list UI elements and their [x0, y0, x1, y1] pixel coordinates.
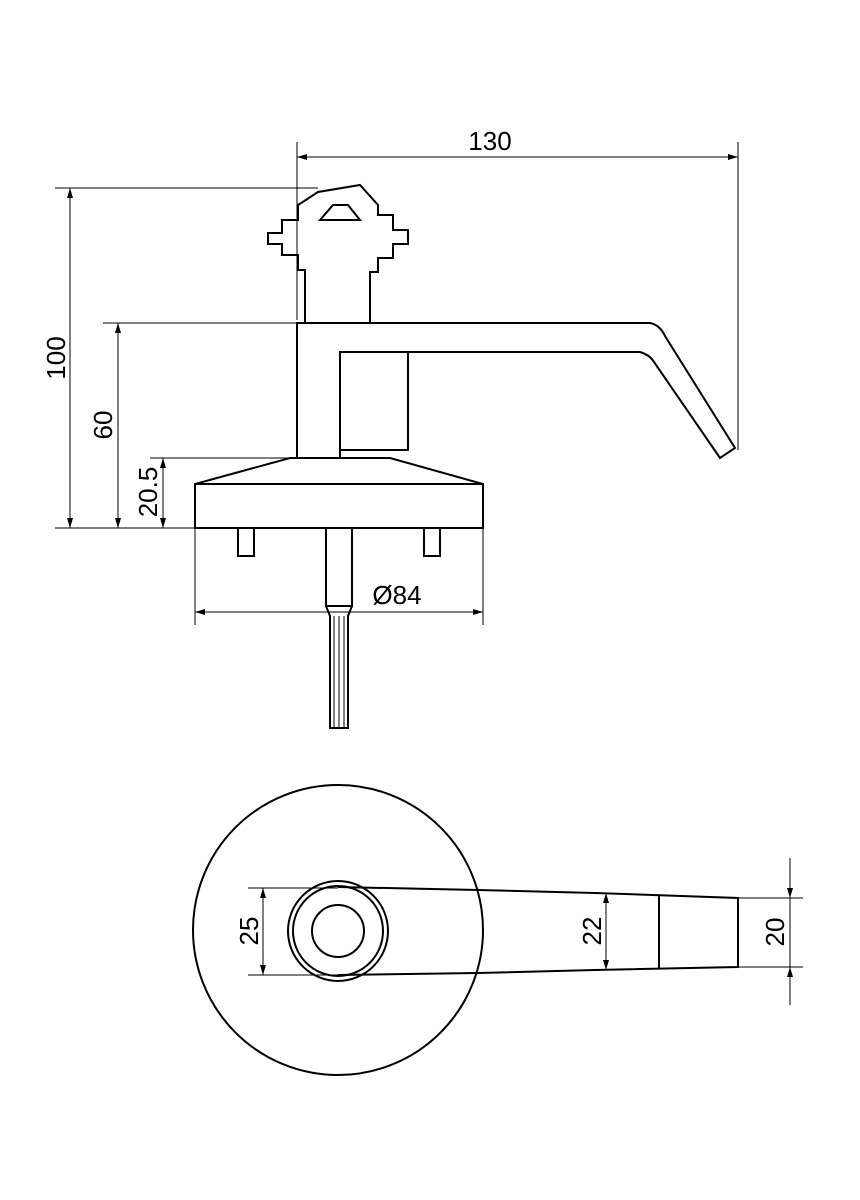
dim-84-label: Ø84 [372, 580, 421, 610]
dimension-rose-height: 20.5 [133, 457, 290, 528]
hub-bore [311, 904, 365, 958]
dim-100-label: 100 [41, 336, 71, 379]
top-view: 25 22 20 [192, 784, 803, 1076]
dim-130-label: 130 [468, 126, 511, 156]
lever-handle [296, 322, 737, 460]
dimension-overall-height: 100 [41, 187, 318, 529]
dim-25-label: 25 [234, 917, 264, 946]
dim-20-label: 20 [760, 918, 790, 947]
dimension-overall-length: 130 [296, 126, 739, 450]
side-view: 130 100 60 20.5 Ø84 [41, 126, 739, 729]
dimension-lever-width-end: 20 [738, 858, 803, 1005]
hub-outer [287, 880, 389, 982]
rose-base [194, 457, 484, 729]
dim-22-label: 22 [577, 917, 607, 946]
rose-outline [192, 784, 484, 1076]
dimension-hub-width: 25 [234, 887, 338, 976]
dimension-lever-width-inner: 22 [577, 893, 609, 970]
dim-60-label: 60 [88, 411, 118, 440]
key [267, 183, 409, 323]
dim-20-5-label: 20.5 [133, 467, 163, 518]
dimension-lever-height: 60 [88, 322, 297, 528]
dimension-rose-diameter: Ø84 [194, 528, 484, 625]
